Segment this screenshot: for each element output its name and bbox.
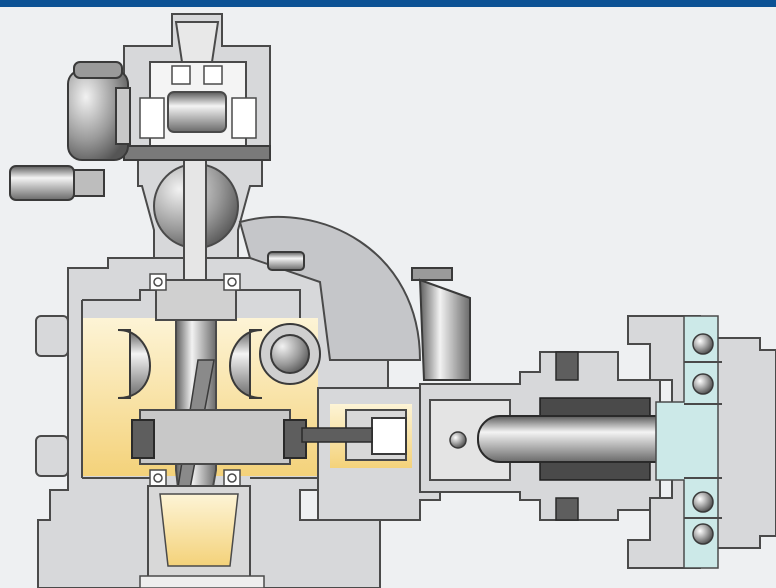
crosshead-pin xyxy=(449,431,467,449)
packing-nut-upper xyxy=(555,351,579,381)
adjustment-knob-handle xyxy=(9,165,105,201)
motor-base-plate xyxy=(123,145,271,161)
discharge-check-ball-lower xyxy=(692,373,714,395)
packing-nut-lower xyxy=(555,497,579,521)
liquid-end-housing xyxy=(627,315,776,569)
upper-bearing-right xyxy=(203,65,223,85)
sump-oil xyxy=(159,493,239,567)
suction-check-ball-lower xyxy=(692,523,714,545)
shaft-bearings xyxy=(149,273,241,487)
relief-fitting xyxy=(411,267,471,381)
mid-bearing-left xyxy=(139,97,165,139)
sump-base-plate xyxy=(139,575,265,588)
left-housing-boss-upper xyxy=(35,315,69,357)
plunger-guide-housing xyxy=(419,351,685,521)
plunger-rod xyxy=(477,415,685,463)
worm-gear-left xyxy=(117,329,152,399)
crosshead-block xyxy=(131,409,307,465)
left-housing-boss-lower xyxy=(35,435,69,477)
worm-gear-right xyxy=(228,329,263,399)
mid-bearing-right xyxy=(231,97,257,139)
motor-rotor xyxy=(167,91,227,133)
brand-top-bar xyxy=(0,0,776,7)
stroke-adjust-dial xyxy=(67,61,131,161)
discharge-check-ball-upper xyxy=(692,333,714,355)
piston-adapter-housing xyxy=(301,387,441,521)
guard-cap-bolt xyxy=(267,251,305,271)
motor-head-housing xyxy=(123,13,271,161)
connecting-rod xyxy=(301,427,373,443)
upper-bearing-left xyxy=(171,65,191,85)
idler-gear-hub xyxy=(270,334,310,374)
suction-check-ball-upper xyxy=(692,491,714,513)
